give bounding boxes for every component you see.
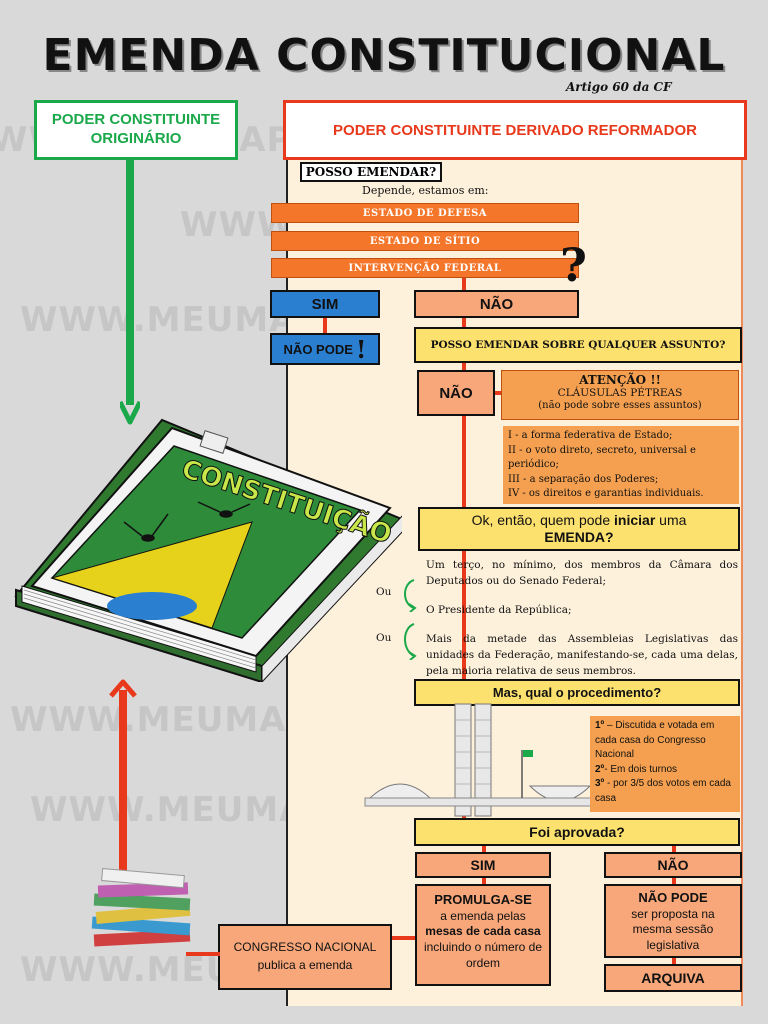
intervencao-federal: INTERVENÇÃO FEDERAL: [271, 258, 579, 278]
derivado-box: PODER CONSTITUINTE DERIVADO REFORMADOR: [283, 100, 747, 160]
arrow-down-icon: [120, 160, 140, 425]
red-arrow-up: [109, 679, 137, 876]
aprovada-box: Foi aprovada?: [414, 818, 740, 846]
nao-aprovada-box: NÃO: [604, 852, 742, 878]
question-mark-icon: ?: [560, 238, 587, 292]
sim-connector: [323, 318, 327, 334]
arquiva-connector: [672, 956, 676, 966]
ou-label: Ou: [376, 632, 392, 644]
quem-pode-box: Ok, então, quem pode iniciar uma EMENDA?: [418, 507, 740, 551]
passo-item: 2º- Em dois turnos: [595, 763, 678, 775]
flow-connector: [462, 275, 466, 830]
congresso-left-connector: [186, 952, 220, 956]
promulga-text: incluindo o número de ordem: [423, 940, 543, 970]
atencao-subtitle: CLÁUSULAS PÉTREAS: [557, 387, 683, 400]
sim-box: SIM: [270, 290, 380, 318]
promulga-bold: mesas de cada casa: [425, 924, 541, 939]
atencao-note: (não pode sobre esses assuntos): [538, 399, 702, 411]
quem-pode-line1: Ok, então, quem pode iniciar uma: [472, 512, 687, 530]
depende-text: Depende, estamos em:: [362, 184, 489, 197]
constitution-book-illustration: CONSTITUIÇÃO: [14, 418, 402, 682]
nao-result-connector: [672, 846, 676, 854]
clausula-item: IV - os direitos e garantias individuais…: [508, 488, 704, 499]
clausula-item: III - a separação dos Poderes;: [508, 473, 659, 485]
curved-arrow-icon: [404, 623, 417, 660]
passo-item: 3º - por 3/5 dos votos em cada casa: [595, 778, 731, 804]
ou-label: Ou: [376, 586, 392, 598]
atencao-title: ATENÇÃO !!: [579, 373, 661, 387]
clausulas-list: I - a forma federativa de Estado; II - o…: [503, 426, 739, 504]
congress-building-illustration: [364, 703, 600, 817]
page-subtitle: Artigo 60 da CF: [566, 80, 672, 94]
sim-down-connector: [482, 876, 486, 886]
clausula-item: I - a forma federativa de Estado;: [508, 430, 673, 441]
green-arrow-down: [120, 160, 140, 430]
procedimento-box: Mas, qual o procedimento?: [414, 679, 740, 706]
passo-item: 1º – Discutida e votada em cada casa do …: [595, 720, 715, 760]
promulga-title: PROMULGA-SE: [434, 892, 532, 907]
exclamation-icon: !: [355, 334, 367, 364]
arquiva-box: ARQUIVA: [604, 964, 742, 992]
atencao-connector: [495, 391, 503, 395]
clausula-item: II - o voto direto, secreto, universal e…: [508, 444, 696, 471]
quem-pode-text: Ok, então, quem pode: [471, 511, 615, 528]
sim-aprovada-box: SIM: [415, 852, 551, 878]
atencao-box: ATENÇÃO !! CLÁUSULAS PÉTREAS (não pode s…: [501, 370, 739, 420]
nao-pode-proposta-text: ser proposta na mesma sessão legislativa: [631, 906, 715, 953]
nao-box: NÃO: [414, 290, 579, 318]
quem-pode-bold: iniciar: [614, 511, 656, 528]
paper-stack-illustration: [91, 867, 191, 947]
congresso-text: publica a emenda: [257, 958, 353, 972]
iniciativa-1: Um terço, no mínimo, dos membros da Câma…: [426, 559, 738, 587]
passos-box: 1º – Discutida e votada em cada casa do …: [590, 716, 740, 812]
posso-emendar-label: POSSO EMENDAR?: [300, 162, 442, 182]
estado-defesa: ESTADO DE DEFESA: [271, 203, 579, 223]
qualquer-assunto-box: POSSO EMENDAR SOBRE QUALQUER ASSUNTO?: [414, 327, 742, 363]
page-title: EMENDA CONSTITUCIONAL: [42, 30, 726, 81]
nao-assunto-box: NÃO: [417, 370, 495, 416]
promulga-text: a emenda pelas: [440, 908, 526, 923]
nao-pode-proposta-title: NÃO PODE: [638, 890, 708, 905]
iniciativa-3: Mais da metade das Assembleias Legislati…: [426, 633, 738, 677]
nao-pode-box: NÃO PODE !: [270, 333, 380, 365]
promulga-box: PROMULGA-SE a emenda pelas mesas de cada…: [415, 884, 551, 986]
nao-pode-proposta-box: NÃO PODE ser proposta na mesma sessão le…: [604, 884, 742, 958]
congresso-connector: [390, 936, 415, 940]
quem-pode-line2: EMENDA?: [544, 529, 614, 545]
congresso-box: CONGRESSO NACIONAL publica a emenda: [218, 924, 392, 990]
curved-arrow-icon: [404, 579, 417, 612]
nao-down-connector: [672, 876, 676, 886]
congresso-title: CONGRESSO NACIONAL: [233, 940, 377, 954]
originario-box: PODER CONSTITUINTE ORIGINÁRIO: [34, 100, 238, 160]
sim-result-connector: [482, 846, 486, 854]
estado-sitio: ESTADO DE SÍTIO: [271, 231, 579, 251]
nao-pode-label: NÃO PODE: [283, 341, 353, 357]
quem-pode-text: uma: [655, 511, 687, 528]
iniciativa-2: O Presidente da República;: [426, 604, 572, 616]
